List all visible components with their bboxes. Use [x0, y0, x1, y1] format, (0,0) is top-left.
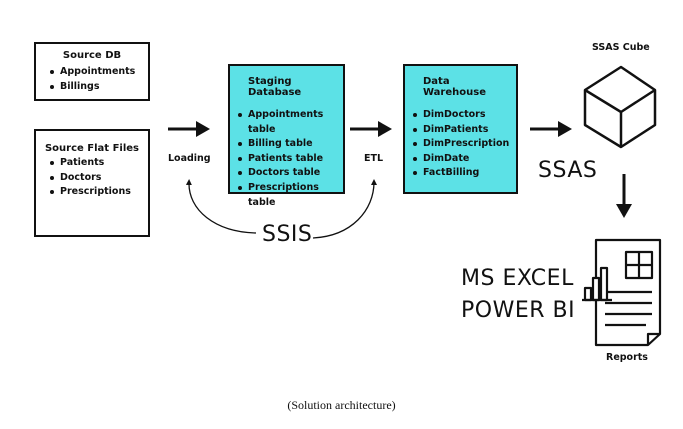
figure-caption: (Solution architecture) — [287, 398, 396, 412]
source-flat-files-list: Patients Doctors Prescriptions — [36, 156, 148, 200]
loading-label: Loading — [168, 153, 211, 164]
staging-database-title: Staging Database — [248, 76, 302, 98]
ms-excel-label: MS EXCEL — [461, 266, 574, 291]
source-db-title: Source DB — [62, 50, 122, 61]
list-item: Prescriptions table — [238, 181, 343, 210]
ssis-left-curve-arrow — [185, 179, 257, 234]
list-item: Appointments — [50, 65, 148, 80]
list-item: Doctors table — [238, 166, 343, 181]
report-icon — [582, 238, 662, 347]
ssas-label: SSAS — [538, 158, 598, 183]
power-bi-label: POWER BI — [461, 298, 576, 323]
list-item: DimPrescription — [413, 137, 516, 152]
list-item: Billing table — [238, 137, 343, 152]
etl-label: ETL — [364, 153, 384, 164]
list-item: Patients — [50, 156, 148, 171]
ssis-label: SSIS — [262, 222, 313, 247]
source-flat-files-title: Source Flat Files — [44, 143, 139, 154]
loading-arrow — [168, 121, 210, 137]
etl-arrow — [350, 121, 392, 137]
source-flat-files-box: Source Flat Files Patients Doctors Presc… — [34, 129, 150, 237]
staging-database-box: Staging Database Appointments table Bill… — [228, 64, 345, 208]
data-warehouse-box: Data Warehouse DimDoctors DimPatients Di… — [403, 64, 518, 194]
reports-label: Reports — [606, 352, 648, 363]
list-item: DimPatients — [413, 123, 516, 138]
ssas-arrow — [530, 121, 572, 137]
list-item: Patients table — [238, 152, 343, 167]
list-item: FactBilling — [413, 166, 516, 181]
list-item: Appointments table — [238, 108, 343, 137]
source-db-list: Appointments Billings — [36, 65, 148, 94]
data-warehouse-title: Data Warehouse — [423, 76, 486, 98]
ssas-cube-label: SSAS Cube — [592, 42, 650, 53]
cube-icon — [583, 65, 657, 149]
list-item: Prescriptions — [50, 185, 148, 200]
list-item: Doctors — [50, 171, 148, 186]
list-item: DimDoctors — [413, 108, 516, 123]
ssis-right-curve-arrow — [312, 179, 377, 239]
list-item: DimDate — [413, 152, 516, 167]
staging-database-list: Appointments table Billing table Patient… — [230, 108, 343, 210]
down-arrow — [616, 174, 632, 218]
data-warehouse-list: DimDoctors DimPatients DimPrescription D… — [405, 108, 516, 181]
list-item: Billings — [50, 80, 148, 95]
source-db-box: Source DB Appointments Billings — [34, 42, 150, 101]
